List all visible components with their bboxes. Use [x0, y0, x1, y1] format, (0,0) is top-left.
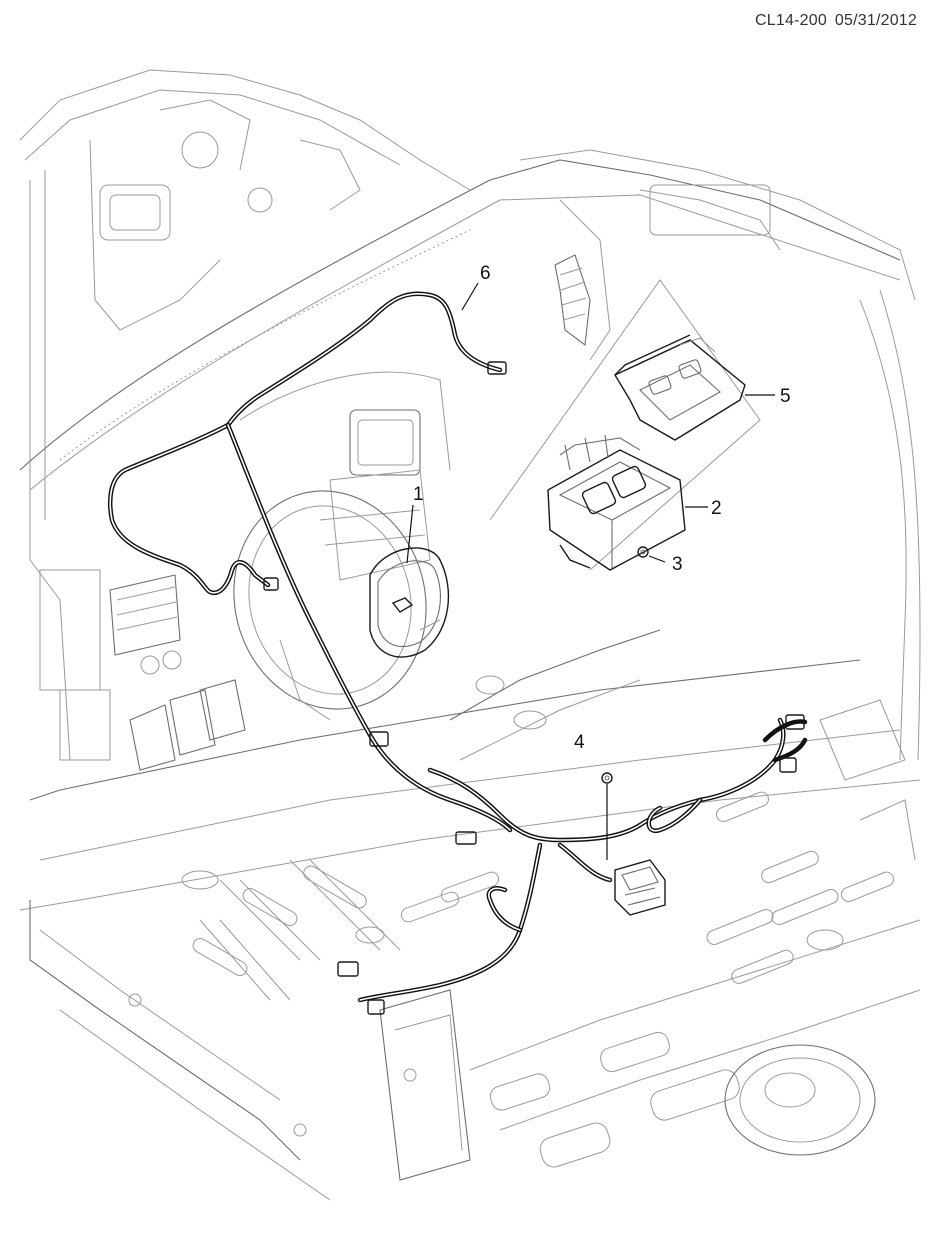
steering-wheel-airbag-module	[369, 547, 450, 658]
module-inset-detail	[489, 279, 761, 571]
drawing-code: CL14-200	[755, 12, 827, 29]
vehicle-body-lineart	[19, 69, 921, 1201]
callout-3: 3	[672, 554, 683, 575]
callout-5: 5	[780, 386, 791, 407]
floor-slot-group-left	[192, 865, 500, 976]
callout-4: 4	[574, 732, 585, 753]
floor-wiring-harness	[337, 714, 808, 1015]
callout-2: 2	[711, 498, 722, 519]
drawing-header: CL14-200 05/31/2012	[755, 12, 917, 30]
callout-1: 1	[413, 484, 424, 505]
callout-6: 6	[480, 263, 491, 284]
instrument-panel-wiring-harness	[107, 291, 513, 833]
callout-leaders	[406, 282, 775, 860]
drawing-date: 05/31/2012	[834, 12, 917, 29]
floor-slot-group-right	[706, 791, 894, 984]
